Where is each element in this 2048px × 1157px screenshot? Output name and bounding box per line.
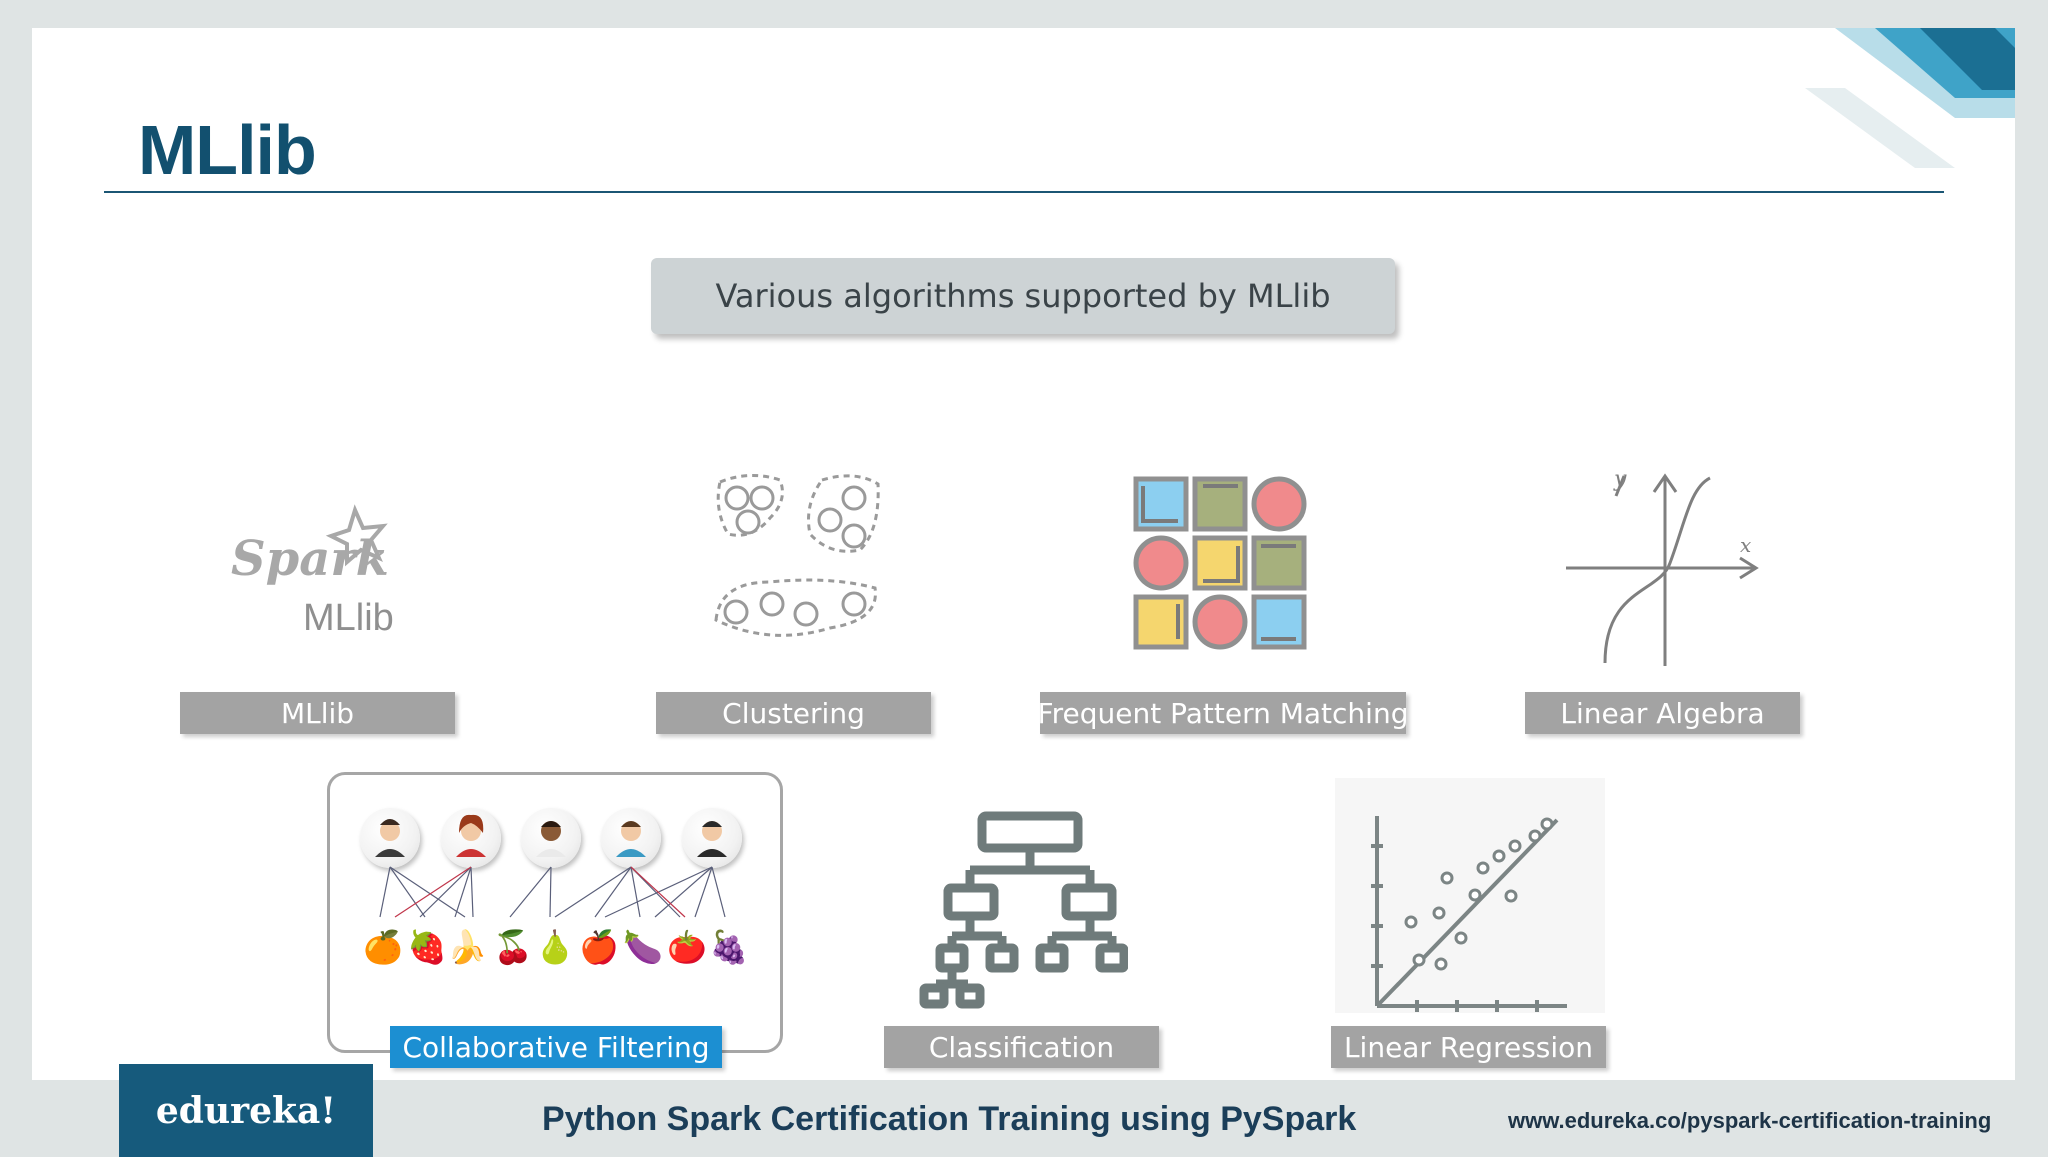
page-title: MLlib [138, 111, 317, 189]
title-divider [104, 191, 1944, 193]
course-url[interactable]: www.edureka.co/pyspark-certification-tra… [1508, 1108, 1992, 1133]
cherry-icon: 🍒 [493, 928, 533, 966]
spark-logo-word: Spark [231, 531, 389, 587]
strawberry-icon: 🍓 [407, 928, 447, 966]
x-axis-label: x [1740, 533, 1751, 557]
label-collaborative-filtering: Collaborative Filtering [390, 1026, 722, 1068]
label-linear-regression: Linear Regression [1331, 1026, 1606, 1068]
label-classification: Classification [884, 1026, 1159, 1068]
orange-icon: 🍊 [363, 928, 403, 966]
pattern-grid-icon [1133, 476, 1308, 651]
tomato-icon: 🍅 [667, 928, 707, 966]
label-clustering: Clustering [656, 692, 931, 734]
course-title: Python Spark Certification Training usin… [542, 1100, 1357, 1138]
label-linear-algebra: Linear Algebra [1525, 692, 1800, 734]
grapes-icon: 🍇 [709, 928, 749, 966]
banana-icon: 🍌 [447, 928, 487, 966]
spark-logo-mllib: MLlib [303, 597, 394, 639]
subtitle-box: Various algorithms supported by MLlib [651, 258, 1395, 334]
spark-logo: Spark MLlib [225, 500, 405, 640]
corner-decoration [1805, 28, 2015, 168]
y-axis-label: y [1613, 468, 1627, 492]
edureka-logo: edureka! [119, 1064, 373, 1157]
eggplant-icon: 🍆 [623, 928, 663, 966]
tree-hierarchy-icon [918, 808, 1129, 1013]
label-mllib: MLlib [180, 692, 455, 734]
apple-icon: 🍎 [579, 928, 619, 966]
regression-plot-icon [1335, 778, 1605, 1013]
pear-icon: 🍐 [535, 928, 575, 966]
function-graph-icon: y x [1560, 467, 1770, 668]
label-frequent-pattern: Frequent Pattern Matching [1038, 692, 1408, 734]
clustering-icon [710, 470, 880, 645]
users-to-items-icon: 🍊 🍓 🍌 🍒 🍐 🍎 🍆 🍅 🍇 [355, 805, 755, 980]
